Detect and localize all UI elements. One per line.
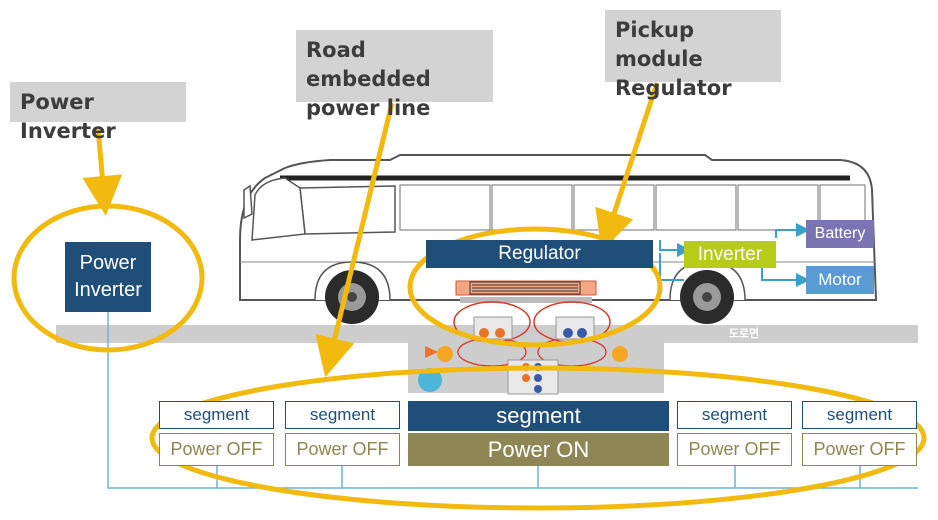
callout-pickup-line-2: Regulator (615, 76, 732, 100)
battery-box: Battery (806, 220, 874, 248)
segment-4-power: Power OFF (677, 433, 792, 466)
segment-5-power: Power OFF (802, 433, 917, 466)
regulator-label: Regulator (498, 243, 581, 264)
segment-5: segment (802, 401, 917, 429)
power-inverter-box: Power Inverter (65, 242, 151, 312)
callout-road-line-2: power line (306, 96, 431, 120)
inverter-label: Inverter (697, 244, 763, 265)
callout-power-inverter: Power Inverter (10, 82, 186, 143)
motor-box: Motor (806, 266, 874, 294)
callout-road-power-line: Road embedded power line (296, 30, 493, 120)
highlight-pickup-module (407, 226, 663, 348)
segment-4: segment (677, 401, 792, 429)
regulator-box: Regulator (426, 240, 653, 268)
segment-2: segment (285, 401, 400, 429)
segment-2-power: Power OFF (285, 433, 400, 466)
inverter-box: Inverter (684, 241, 776, 268)
arrow-road-power-line (315, 102, 395, 378)
segment-1-power: Power OFF (159, 433, 274, 466)
segment-1: segment (159, 401, 274, 429)
callout-road-line-1: Road embedded (306, 38, 431, 91)
callout-power-inverter-text: Power Inverter (20, 90, 116, 143)
power-inverter-line-1: Power (79, 252, 137, 274)
segment-3-active: segment (408, 401, 669, 431)
road-surface-label: 도로면 (728, 327, 760, 340)
bus-illustration (239, 154, 878, 324)
arrow-power-inverter (82, 127, 123, 216)
callout-pickup-line-1: Pickup module (615, 18, 703, 71)
motor-label: Motor (818, 270, 862, 289)
segment-3-power: Power ON (408, 433, 669, 466)
battery-label: Battery (814, 225, 866, 242)
callout-pickup-module: Pickup module Regulator (605, 10, 781, 100)
highlight-road-power-line (149, 365, 927, 511)
power-inverter-line-2: Inverter (74, 279, 142, 301)
arrow-pickup-module (595, 82, 660, 251)
pickup-module (418, 280, 628, 395)
